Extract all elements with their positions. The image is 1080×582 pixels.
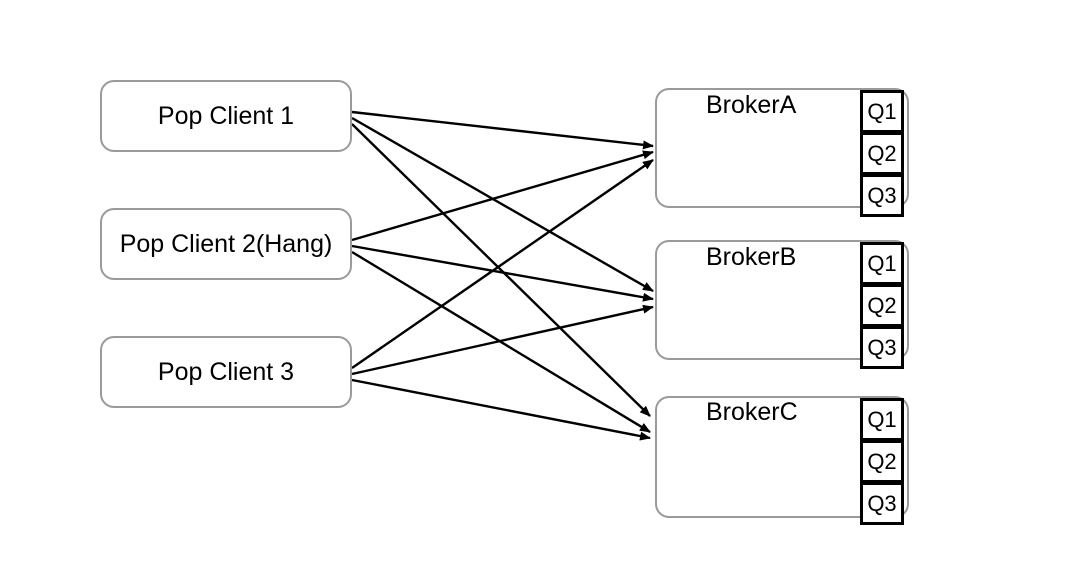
broker-label: BrokerC: [706, 398, 798, 426]
arrow-client1-to-brokerC: [351, 123, 651, 417]
client-label: Pop Client 3: [157, 357, 295, 386]
arrow-client3-to-brokerA: [351, 159, 654, 369]
client-node-3[interactable]: Pop Client 3: [100, 336, 352, 408]
broker-label: BrokerB: [706, 243, 797, 271]
queue-box-Q1[interactable]: Q1: [860, 90, 904, 133]
queue-box-Q1[interactable]: Q1: [860, 398, 904, 441]
queue-box-Q2[interactable]: Q2: [860, 132, 904, 175]
arrow-client2-to-brokerA: [351, 150, 654, 242]
queue-box-Q3[interactable]: Q3: [860, 174, 904, 217]
client-node-2[interactable]: Pop Client 2(Hang): [100, 208, 352, 280]
arrow-client1-to-brokerB: [351, 116, 654, 293]
client-label: Pop Client 1: [157, 101, 295, 130]
queue-box-Q2[interactable]: Q2: [860, 284, 904, 327]
client-node-1[interactable]: Pop Client 1: [100, 80, 352, 152]
queue-box-Q3[interactable]: Q3: [860, 482, 904, 525]
queue-box-Q1[interactable]: Q1: [860, 242, 904, 285]
arrow-client3-to-brokerC: [351, 378, 651, 441]
broker-label: BrokerA: [706, 91, 797, 119]
arrow-client1-to-brokerA: [351, 110, 654, 150]
queue-box-Q2[interactable]: Q2: [860, 440, 904, 483]
queue-box-Q3[interactable]: Q3: [860, 326, 904, 369]
client-broker-arrows: [351, 110, 654, 441]
arrow-client2-to-brokerB: [351, 244, 654, 302]
arrow-client3-to-brokerB: [351, 304, 654, 376]
client-label: Pop Client 2(Hang): [119, 229, 333, 258]
